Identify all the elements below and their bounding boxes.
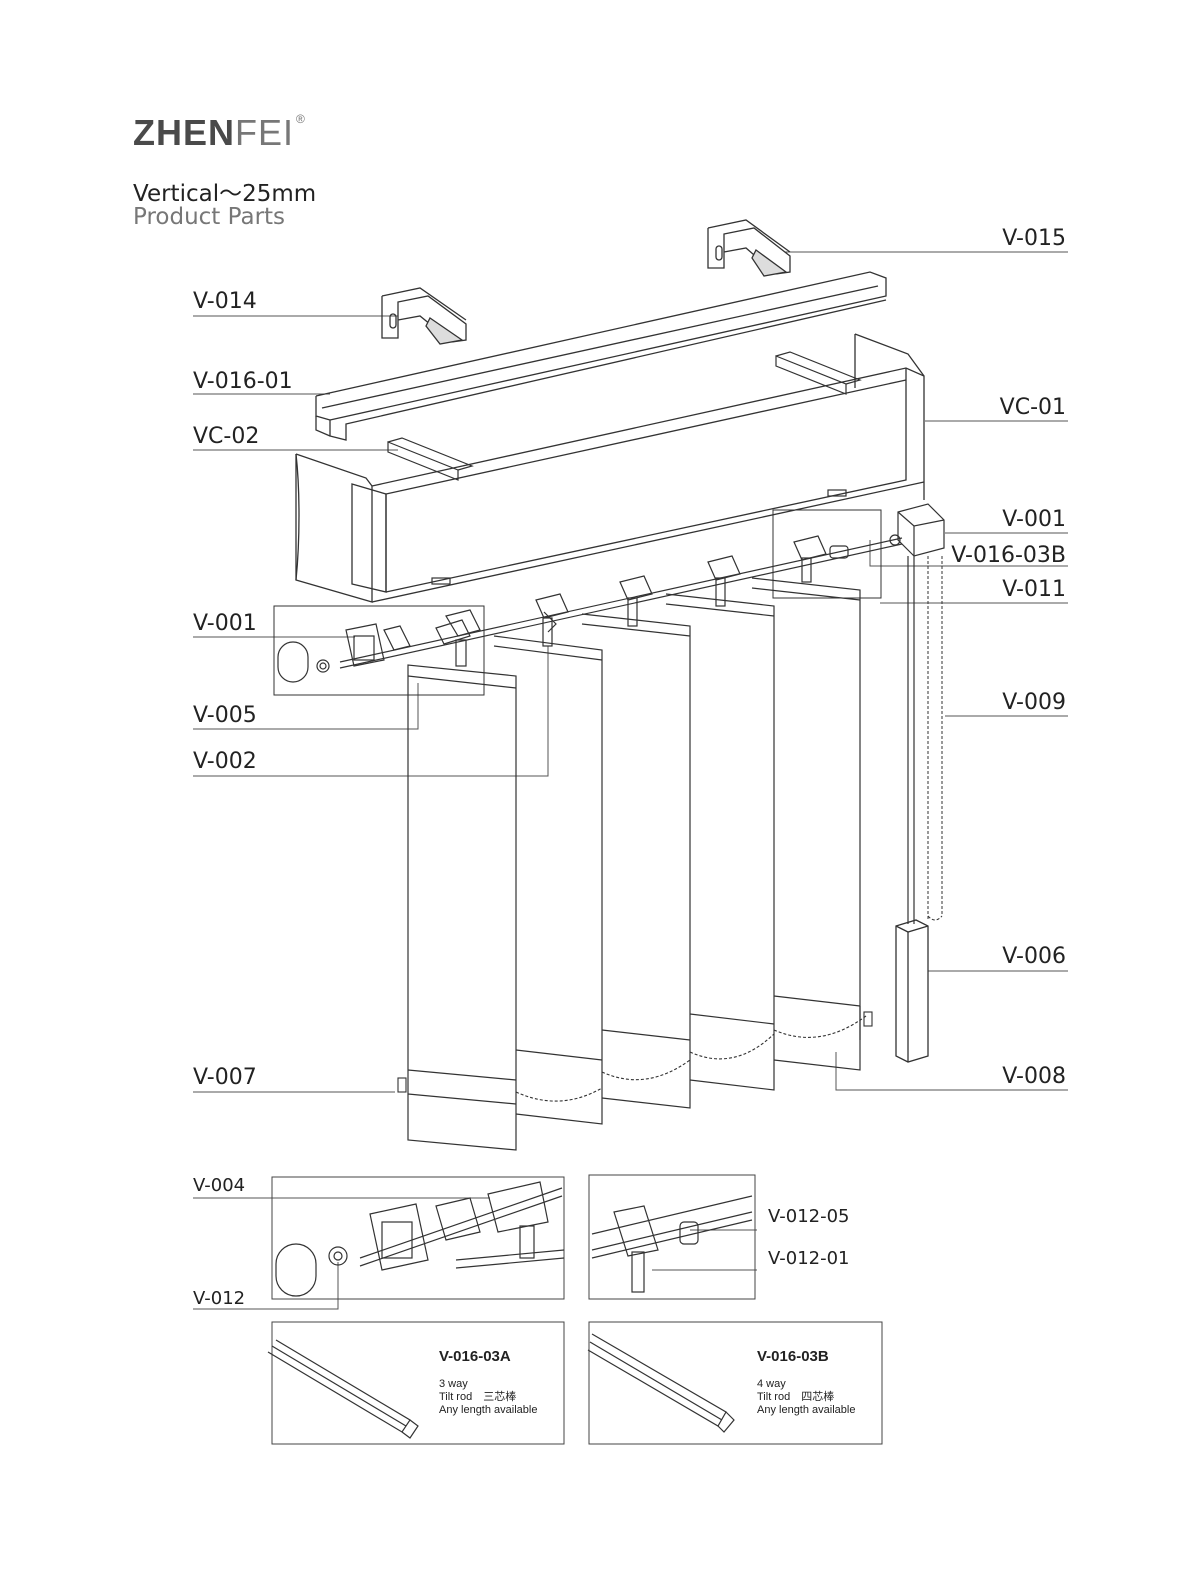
- bottom-chain-v008: [397, 1011, 873, 1102]
- heading-title: Vertical～25mm: [133, 181, 317, 207]
- label-v007: V-007: [193, 1065, 257, 1090]
- inset-rod-b-frame: [588, 1321, 883, 1445]
- chain-weight-v006: [895, 919, 929, 1063]
- label-v004: V-004: [193, 1175, 246, 1196]
- rod-b-caption-3: Any length available: [757, 1404, 856, 1416]
- label-v012-05: V-012-05: [768, 1206, 850, 1227]
- rod-a-caption-1: 3 way: [439, 1378, 468, 1390]
- valance-vc01: [295, 333, 925, 603]
- label-v009: V-009: [1002, 690, 1066, 715]
- label-v016-01: V-016-01: [193, 369, 293, 394]
- bracket-v014: [381, 287, 467, 345]
- brand-registered-mark: ®: [296, 112, 306, 126]
- inset-rod-a-frame: [271, 1321, 565, 1445]
- control-head: [889, 503, 945, 557]
- wand-tube: [907, 556, 915, 924]
- label-v015: V-015: [1002, 226, 1066, 251]
- top-rail-v016-01: [315, 271, 887, 441]
- rod-b-caption-2: Tilt rod 四芯棒: [757, 1391, 835, 1403]
- rod-a-caption-2: Tilt rod 三芯棒: [439, 1391, 517, 1403]
- detail-box-right: [772, 509, 882, 599]
- vanes: [407, 577, 861, 1151]
- rod-b-drawing: [587, 1333, 735, 1433]
- label-v012-01: V-012-01: [768, 1248, 850, 1269]
- inset-carrier-drawing: [591, 1195, 753, 1293]
- label-v002: V-002: [193, 749, 257, 774]
- tilt-rod: [339, 537, 903, 669]
- rod-b-caption-1: 4 way: [757, 1378, 786, 1390]
- end-cap-parts: [277, 623, 411, 683]
- rod-a-drawing: [267, 1339, 419, 1439]
- connector-vc02: [387, 351, 862, 585]
- brand-light: FEI: [235, 112, 295, 153]
- pull-chain-v009: [927, 556, 943, 921]
- rod-a-code: V-016-03A: [439, 1348, 511, 1365]
- rod-a-caption-3: Any length available: [439, 1404, 538, 1416]
- label-v011: V-011: [1002, 577, 1066, 602]
- brand-bold: ZHEN: [133, 112, 235, 153]
- carriers: [435, 535, 849, 667]
- inset-end-parts-drawing: [275, 1181, 565, 1297]
- brand-logo: ZHENFEI®: [133, 112, 306, 154]
- label-v014: V-014: [193, 289, 257, 314]
- label-v001-right: V-001: [1002, 507, 1066, 532]
- inset-end-parts-frame: [271, 1176, 565, 1300]
- label-v008: V-008: [1002, 1064, 1066, 1089]
- label-vc01: VC-01: [999, 395, 1066, 420]
- label-vc02: VC-02: [193, 424, 260, 449]
- label-v006: V-006: [1002, 944, 1066, 969]
- heading-subtitle: Product Parts: [133, 204, 286, 230]
- inset-carrier-frame: [588, 1174, 756, 1300]
- bracket-v015: [707, 219, 791, 277]
- label-v001-left: V-001: [193, 611, 257, 636]
- detail-box-left: [273, 605, 485, 696]
- leader-lines: [193, 251, 1068, 1310]
- rod-b-code: V-016-03B: [757, 1348, 829, 1365]
- label-v012: V-012: [193, 1288, 246, 1309]
- label-v005: V-005: [193, 703, 257, 728]
- label-v016-03b: V-016-03B: [951, 543, 1066, 568]
